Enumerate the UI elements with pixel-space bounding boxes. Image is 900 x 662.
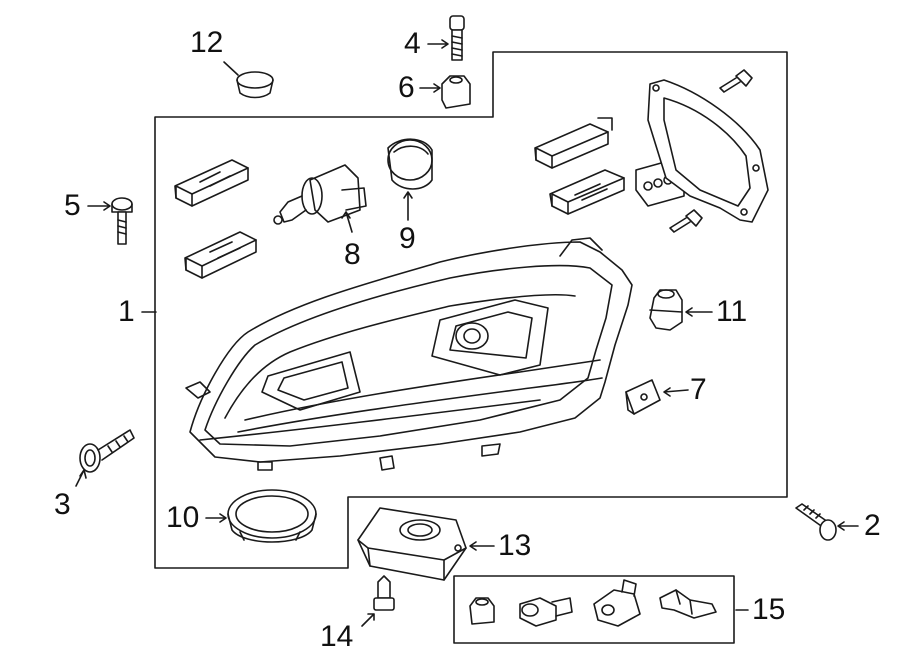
headlamp-housing: [185, 237, 633, 471]
connector-upper-right: [534, 117, 613, 169]
callout-10: 10: [166, 501, 200, 534]
connector-middle-right: [549, 169, 625, 215]
callout-2: 2: [864, 509, 881, 542]
cap-plug: [236, 71, 274, 99]
leader-8: [341, 211, 353, 233]
leader-12: [223, 61, 239, 76]
seal-ring-10: [227, 489, 317, 543]
callout-8: 8: [344, 238, 361, 271]
kit-clip: [659, 589, 717, 619]
leader-11: [685, 307, 713, 317]
kit-plug: [519, 597, 573, 627]
clip-nut-11: [649, 289, 683, 331]
callout-15: 15: [752, 593, 786, 626]
leader-7: [663, 387, 689, 397]
bulb-socket-8: [273, 164, 367, 225]
callout-5: 5: [64, 189, 81, 222]
callout-14: 14: [320, 620, 354, 653]
assembly-frame: [154, 51, 788, 569]
bolt-4: [449, 15, 465, 61]
bolt-5: [111, 197, 133, 245]
callout-1: 1: [118, 295, 135, 328]
callout-4: 4: [404, 27, 421, 60]
clip-7: [625, 379, 661, 415]
callout-6: 6: [398, 71, 415, 104]
leader-3: [75, 469, 87, 487]
connector-kit-frame: [453, 575, 735, 644]
callout-12: 12: [190, 26, 224, 59]
nut-6: [441, 75, 471, 109]
kit-bracket: [593, 579, 641, 627]
callout-7: 7: [690, 373, 707, 406]
callout-3: 3: [54, 488, 71, 521]
screw-middle-right: [669, 209, 703, 233]
control-module-13: [357, 507, 467, 581]
gasket-cover: [647, 79, 769, 223]
screw-upper-right: [719, 69, 753, 93]
bolt-14: [373, 575, 395, 611]
callout-11: 11: [716, 295, 748, 328]
leader-2: [837, 521, 859, 531]
connector-upper-left: [174, 159, 249, 207]
leader-6: [419, 83, 441, 93]
bolt-2: [795, 503, 837, 541]
leader-13: [469, 541, 495, 551]
bolt-3: [79, 429, 135, 473]
kit-nut: [469, 597, 495, 625]
leader-9: [403, 191, 413, 221]
ring-cover-9: [387, 138, 433, 190]
leader-10: [205, 513, 227, 523]
callout-9: 9: [399, 222, 416, 255]
connector-lower-left: [184, 231, 257, 279]
leader-5: [87, 201, 111, 211]
leader-4: [427, 39, 449, 49]
leader-14: [361, 613, 375, 627]
callout-13: 13: [498, 529, 532, 562]
